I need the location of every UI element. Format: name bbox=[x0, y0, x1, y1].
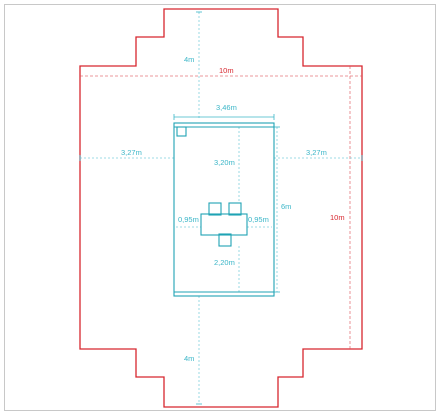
total-height-label: 10m bbox=[330, 213, 345, 222]
table-right-label: 0,95m bbox=[248, 215, 269, 224]
cabin-width-label: 3,46m bbox=[216, 103, 237, 112]
right-gap-label: 3,27m bbox=[306, 148, 327, 157]
cabin-height-label: 6m bbox=[281, 202, 291, 211]
corner-fixture bbox=[176, 126, 187, 137]
back-depth-label: 2,20m bbox=[214, 258, 235, 267]
top-gap-label: 4m bbox=[184, 55, 194, 64]
chair-bottom bbox=[218, 233, 232, 247]
total-width-label: 10m bbox=[219, 66, 234, 75]
left-gap-label: 3,27m bbox=[121, 148, 142, 157]
plan-frame bbox=[4, 4, 436, 411]
cabin-outline bbox=[173, 122, 275, 297]
room-outline bbox=[79, 8, 363, 408]
table bbox=[200, 213, 248, 236]
chair-top-left bbox=[208, 202, 222, 216]
bottom-gap-label: 4m bbox=[184, 354, 194, 363]
chair-top-right bbox=[228, 202, 242, 216]
table-left-label: 0,95m bbox=[178, 215, 199, 224]
front-depth-label: 3,20m bbox=[214, 158, 235, 167]
